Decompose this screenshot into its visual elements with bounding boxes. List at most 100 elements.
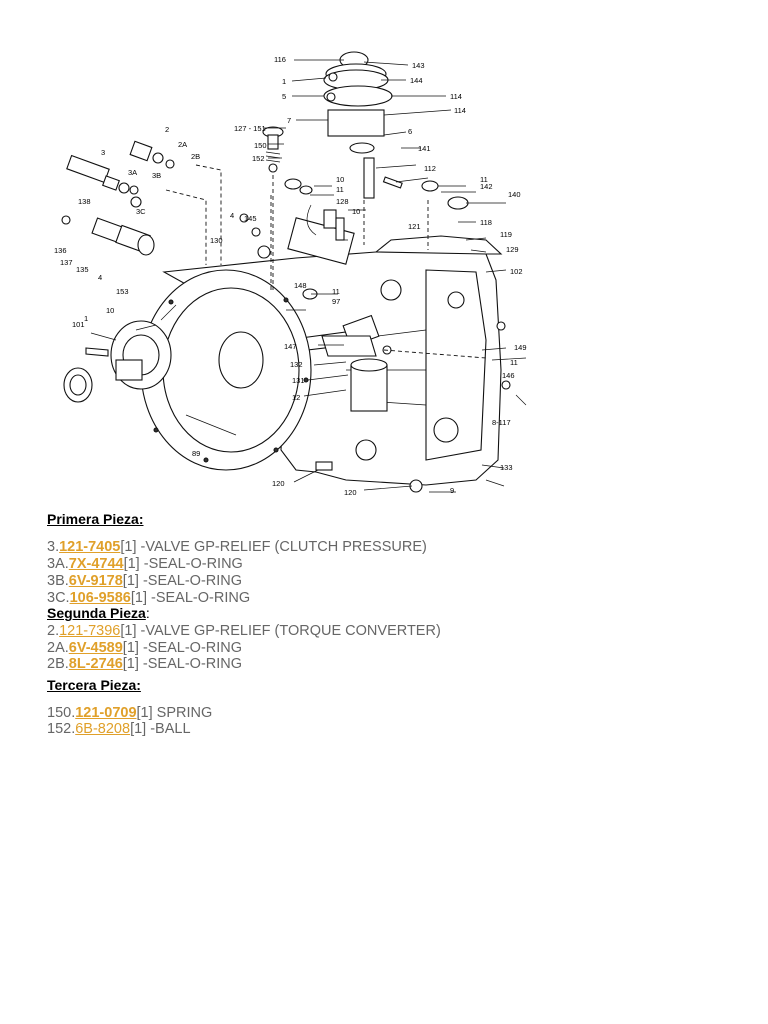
part-number-link[interactable]: 121-0709 [75, 705, 137, 721]
part-qty: [1] [130, 721, 147, 737]
part-number-link[interactable]: 8L-2746 [68, 656, 123, 672]
callout-label: 89 [192, 449, 200, 458]
callout-label: 4 [98, 273, 102, 282]
part-number-link[interactable]: 6V-4589 [68, 640, 123, 656]
part-number-link[interactable]: 106-9586 [69, 590, 131, 606]
callout-label: 131 [292, 376, 305, 385]
callout-label: 137 [60, 258, 73, 267]
callout-label: 150 [254, 141, 267, 150]
callout-label: 140 [508, 190, 521, 199]
callout-label: 152 [252, 154, 265, 163]
part-line: 2B.8L-2746[1] -SEAL-O-RING [47, 656, 242, 673]
callout-label: 97 [332, 297, 340, 306]
callout-label: 135 [76, 265, 89, 274]
callout-label: 153 [116, 287, 129, 296]
part-index: 152. [47, 721, 76, 737]
callout-label: 130 [210, 236, 223, 245]
callout-label: 9 [450, 486, 454, 495]
part-line: 3B.6V-9178[1] -SEAL-O-RING [47, 573, 242, 590]
part-line: 3A.7X-4744[1] -SEAL-O-RING [47, 556, 243, 573]
bell-housing [140, 269, 312, 471]
section-heading-tercera: Tercera Pieza: [47, 677, 141, 693]
part-number-link[interactable]: 121-7405 [59, 539, 121, 555]
part-index: 150. [47, 705, 76, 721]
callout-label: 128 [336, 197, 349, 206]
part-description: -SEAL-O-RING [138, 573, 243, 589]
part-number-link[interactable]: 121-7396 [59, 623, 121, 639]
part-qty: [1] [122, 640, 139, 656]
callout-label: 2B [191, 152, 200, 161]
callout-label: 146 [502, 371, 515, 380]
part-qty: [1] [122, 656, 139, 672]
callout-label: 5 [282, 92, 286, 101]
callout-label: 3A [128, 168, 137, 177]
callout-label: 141 [418, 144, 431, 153]
part-description: -VALVE GP-RELIEF (CLUTCH PRESSURE) [136, 539, 427, 555]
callout-label: 149 [514, 343, 527, 352]
callout-label: 129 [506, 245, 519, 254]
callout-label: 7 [287, 116, 291, 125]
callout-label: 120 [272, 479, 285, 488]
part-line: 3C.106-9586[1] -SEAL-O-RING [47, 590, 250, 607]
callout-label: 12 [292, 393, 300, 402]
section-heading-primera: Primera Pieza: [47, 511, 144, 527]
exploded-parts-diagram: 116 143 1 144 5 114 7 114 6 127 - 151 2 … [54, 51, 527, 497]
part-description: -SEAL-O-RING [146, 590, 251, 606]
part-line: 150.121-0709[1] SPRING [47, 705, 212, 722]
callout-label: 142 [480, 182, 493, 191]
callout-label: 145 [244, 214, 257, 223]
callout-label: 102 [510, 267, 523, 276]
callout-label: 11 [510, 358, 518, 367]
part-qty: [1] [130, 590, 147, 606]
callout-label: 10 [336, 175, 344, 184]
part-number-link[interactable]: 7X-4744 [68, 556, 124, 572]
section-heading-colon: : [145, 605, 150, 621]
callout-label: 112 [424, 164, 436, 173]
part-index: 2A. [47, 640, 69, 656]
callout-label: 11 [480, 175, 488, 184]
cover-group [61, 215, 155, 256]
callout-label: 148 [294, 281, 307, 290]
callout-label: 6 [408, 127, 412, 136]
callout-label: 127 - 151 [234, 124, 266, 133]
part-qty: [1] [122, 573, 139, 589]
top-valve-stack [323, 51, 403, 199]
section-heading-text: Segunda Pieza [47, 605, 146, 621]
callout-label: 2A [178, 140, 187, 149]
callout-label: 133 [500, 463, 513, 472]
part-qty: [1] [136, 705, 153, 721]
part-qty: [1] [120, 539, 137, 555]
callout-label: 11 [336, 185, 344, 194]
callout-label: 144 [410, 76, 423, 85]
callout-label: 10 [106, 306, 114, 315]
part-description: -SEAL-O-RING [138, 640, 243, 656]
callout-label: 3B [152, 171, 161, 180]
callout-label: 2 [165, 125, 169, 134]
callout-label: 118 [480, 218, 492, 227]
callout-labels: 116 143 1 144 5 114 7 114 6 127 - 151 2 … [54, 55, 527, 497]
part-index: 3C. [47, 590, 70, 606]
solenoid-130 [287, 204, 355, 265]
part-line: 3.121-7405[1] -VALVE GP-RELIEF (CLUTCH P… [47, 539, 427, 556]
relief-valve-2 [129, 140, 175, 169]
part-line: 2A.6V-4589[1] -SEAL-O-RING [47, 640, 242, 657]
part-description: -SEAL-O-RING [138, 656, 243, 672]
callout-label: 3 [101, 148, 105, 157]
input-flange [63, 320, 172, 403]
callout-label: 4 [230, 211, 234, 220]
callout-label: 120 [344, 488, 357, 497]
alignment-lines [165, 164, 487, 359]
part-number-link[interactable]: 6V-9178 [68, 573, 123, 589]
callout-label: 11 [332, 287, 340, 296]
leader-lines [90, 59, 527, 493]
callout-label: 114 [454, 106, 466, 115]
part-index: 3B. [47, 573, 69, 589]
callout-label: 136 [54, 246, 67, 255]
part-number-link[interactable]: 6B-8208 [75, 721, 131, 737]
part-description: -SEAL-O-RING [139, 556, 243, 572]
callout-label: 121 [408, 222, 421, 231]
part-qty: [1] [120, 623, 137, 639]
part-line: 2.121-7396[1] -VALVE GP-RELIEF (TORQUE C… [47, 623, 441, 640]
part-description: -VALVE GP-RELIEF (TORQUE CONVERTER) [136, 623, 441, 639]
callout-label: 138 [78, 197, 91, 206]
